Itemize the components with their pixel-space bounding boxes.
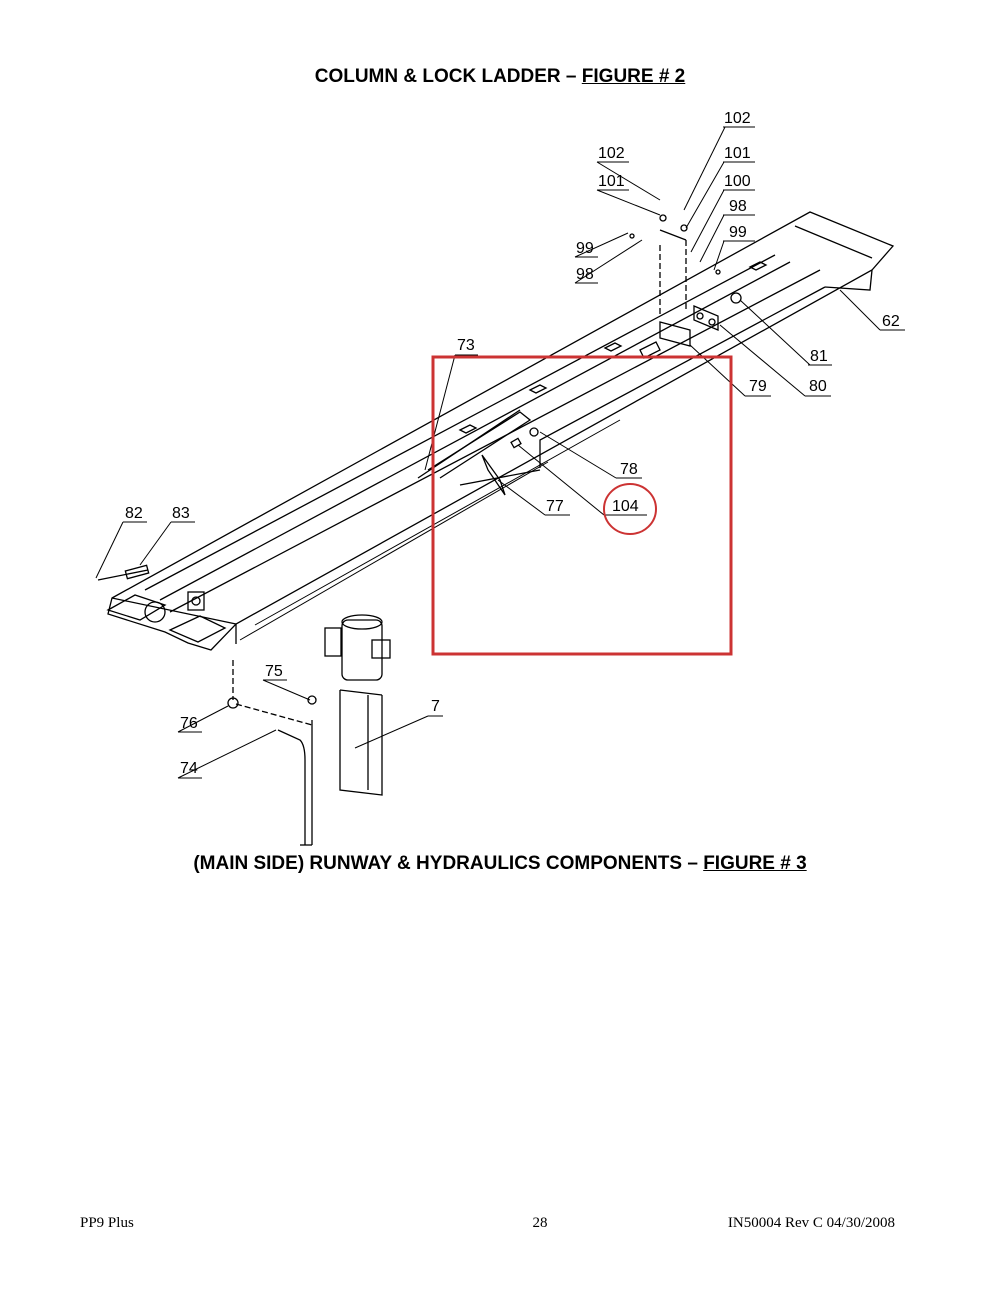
figure-2-title-text: COLUMN & LOCK LADDER – (314, 66, 582, 87)
callout-80: 80 (809, 378, 827, 395)
callout-78: 78 (620, 461, 638, 478)
callout-99-left: 99 (576, 240, 594, 257)
callout-numbers: 102 101 100 98 99 102 101 99 98 62 73 81… (125, 110, 900, 777)
callout-82: 82 (125, 505, 143, 522)
footer-document-revision: IN50004 Rev C 04/30/2008 (727, 1215, 895, 1231)
callout-99-right: 99 (729, 224, 747, 241)
callout-74: 74 (180, 760, 198, 777)
callout-81: 81 (810, 348, 828, 365)
figure-2-label: FIGURE # 2 (581, 66, 686, 87)
callout-75: 75 (265, 663, 283, 680)
callout-62: 62 (882, 313, 900, 330)
leader-lines (95, 126, 881, 779)
callout-7: 7 (431, 698, 440, 715)
callout-104: 104 (612, 498, 639, 515)
callout-79: 79 (749, 378, 767, 395)
footer-page-number: 28 (532, 1215, 548, 1231)
callout-77: 77 (546, 498, 564, 515)
callout-83: 83 (172, 505, 190, 522)
callout-labels (123, 126, 905, 779)
figure-3-label: FIGURE # 3 (703, 853, 807, 874)
footer-model: PP9 Plus (80, 1215, 134, 1231)
callout-102-left: 102 (598, 145, 625, 162)
highlight-box (431, 355, 733, 656)
figure-3-title: (MAIN SIDE) RUNWAY & HYDRAULICS COMPONEN… (0, 853, 1000, 875)
figure-3-title-text: (MAIN SIDE) RUNWAY & HYDRAULICS COMPONEN… (193, 853, 704, 874)
callout-101-left: 101 (598, 173, 625, 190)
callout-102-top: 102 (724, 110, 751, 127)
callout-73: 73 (457, 337, 475, 354)
callout-100: 100 (724, 173, 751, 190)
callout-76: 76 (180, 715, 198, 732)
callout-101-top: 101 (724, 145, 751, 162)
highlight-circle-104 (603, 483, 657, 535)
runway-drawing (97, 211, 895, 846)
callout-98-right: 98 (729, 198, 747, 215)
callout-98-left: 98 (576, 266, 594, 283)
figure-2-title: COLUMN & LOCK LADDER – FIGURE # 2 (0, 66, 1000, 88)
